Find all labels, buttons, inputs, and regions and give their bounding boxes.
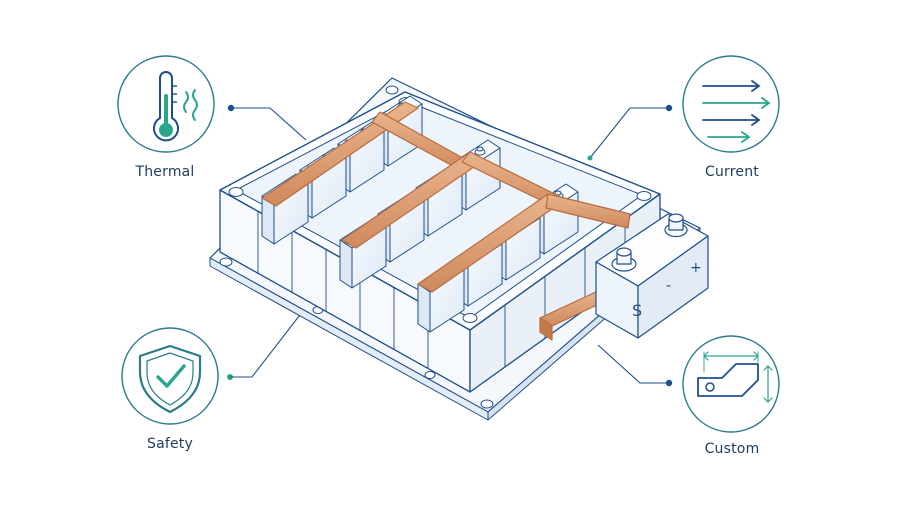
- busbar-row-1: [261, 101, 419, 207]
- cell-side-face: [339, 239, 353, 289]
- current-anchor-dot: [587, 155, 593, 161]
- terminal-block: S + -: [595, 213, 709, 339]
- custom-circle: [682, 335, 780, 433]
- custom-bracket-drawing-icon: [697, 351, 773, 403]
- current-leader-line: [589, 107, 669, 159]
- cell-terminal-nut: [476, 146, 484, 152]
- current-callout: [587, 55, 780, 161]
- custom-leader-line: [597, 344, 669, 384]
- current-label: Current: [705, 164, 759, 180]
- custom-callout: [597, 335, 780, 433]
- safety-leader-line: [230, 297, 314, 378]
- safety-circle: [121, 327, 219, 425]
- terminal-symbol: S: [632, 301, 642, 320]
- current-circle: [682, 55, 780, 153]
- thermal-label: Thermal: [135, 164, 195, 180]
- thermal-callout: [117, 55, 307, 153]
- polarity-mark-negative: -: [666, 278, 671, 294]
- current-flow-arrows-icon: [702, 80, 771, 143]
- cell-side-face: [417, 283, 431, 333]
- thermal-leader-line: [231, 107, 307, 141]
- shield-check-icon: [138, 344, 202, 414]
- custom-label: Custom: [704, 441, 760, 457]
- busbars: [261, 101, 631, 341]
- safety-label: Safety: [147, 436, 193, 452]
- battery-module: S + -: [209, 77, 709, 421]
- polarity-mark-positive: +: [690, 260, 702, 276]
- thermometer-icon: [153, 71, 198, 142]
- safety-callout: [121, 295, 316, 425]
- busbar-row-3-bridge: [545, 193, 631, 229]
